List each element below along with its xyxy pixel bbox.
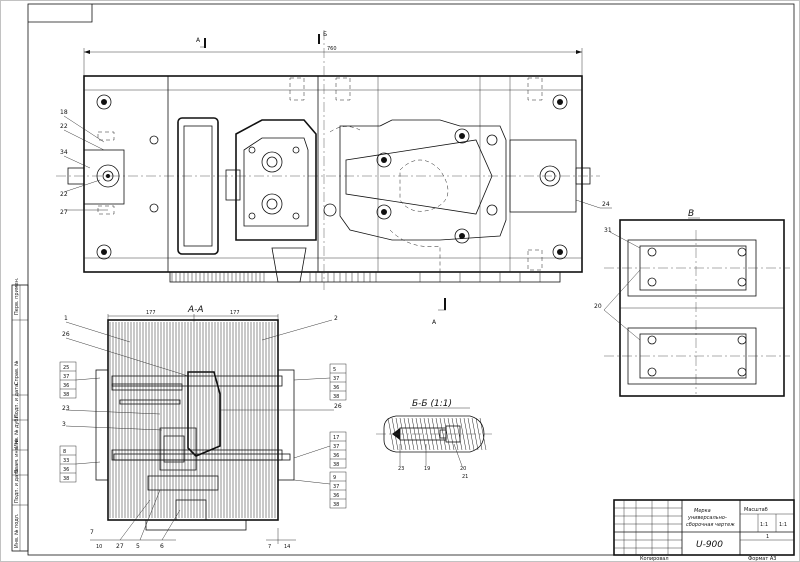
svg-text:25: 25 <box>63 365 69 371</box>
left-side-strip: Перв. примен. Справ. № Подп. и дата Инв.… <box>11 277 29 552</box>
callout-aa-right-2: 2 <box>334 315 338 322</box>
plan-view: 760 А Б <box>56 30 612 326</box>
hatch-line <box>419 417 427 451</box>
svg-text:36: 36 <box>333 493 339 499</box>
callout-bb-3: 20 <box>460 466 466 472</box>
svg-text:17: 17 <box>333 435 339 441</box>
strip-label-1: Перв. примен. <box>14 277 20 315</box>
callout-plan-left-4: 22 <box>60 191 68 198</box>
callout-stack-left-2: 8 33 36 38 <box>59 445 101 483</box>
footer-format: Формат A3 <box>748 556 776 562</box>
svg-text:36: 36 <box>63 383 69 389</box>
svg-text:37: 37 <box>63 374 69 380</box>
title-name-line-2: универсально- <box>687 515 727 521</box>
strip-label-4: Инв. № дубл. <box>14 413 20 448</box>
title-sheet: 1:1 <box>779 522 787 528</box>
section-bb: Б-Б (1:1) 23 19 20 21 <box>376 399 492 480</box>
callout-bb-2: 19 <box>424 466 430 472</box>
callout-plan-left-2: 22 <box>60 123 68 130</box>
drawing-frame <box>27 3 795 556</box>
hatch-line <box>443 417 451 451</box>
callout-stack-right-2: 17 37 36 38 <box>293 431 347 469</box>
callout-aa-left-2: 26 <box>62 331 70 338</box>
svg-text:9: 9 <box>333 475 336 481</box>
strip-label-6: Подп. и дата <box>14 469 20 503</box>
title-name-line-3: сборочная чертеж <box>686 522 735 528</box>
svg-text:38: 38 <box>333 394 339 400</box>
section-aa: А-А 177 177 1 26 25 <box>59 305 347 550</box>
footer-copied: Копировал <box>640 556 669 562</box>
callout-plan-right-1: 24 <box>602 201 610 208</box>
callout-plan-left-3: 34 <box>60 149 68 156</box>
title-scale-label: Масштаб <box>744 507 768 513</box>
title-sheets-total: 1 <box>766 534 769 540</box>
svg-text:38: 38 <box>63 476 69 482</box>
hatch-line <box>407 417 415 451</box>
svg-text:36: 36 <box>333 385 339 391</box>
svg-text:5: 5 <box>333 367 336 373</box>
hatch-line <box>479 417 487 451</box>
section-bb-title: Б-Б (1:1) <box>412 399 452 409</box>
strip-label-3: Подп. и дата <box>14 384 20 418</box>
hatch-line <box>455 417 463 451</box>
dim-right-half: 177 <box>230 310 240 316</box>
callout-aa-bottom-1: 7 <box>90 529 94 536</box>
title-designation: U-900 <box>696 540 723 550</box>
svg-text:38: 38 <box>333 502 339 508</box>
view-v-title: В <box>688 209 694 219</box>
svg-text:36: 36 <box>63 467 69 473</box>
svg-text:37: 37 <box>333 444 339 450</box>
svg-text:38: 38 <box>333 462 339 468</box>
callout-aa-left-23: 23 <box>62 405 70 412</box>
svg-text:38: 38 <box>63 392 69 398</box>
section-mark-a-bottom: А <box>432 319 437 326</box>
svg-text:37: 37 <box>333 376 339 382</box>
section-aa-title: А-А <box>187 305 204 315</box>
strip-label-2: Справ. № <box>14 360 20 385</box>
callout-aa-bottom-dim-1: 7 <box>268 544 271 550</box>
callout-aa-bottom-2: 10 <box>96 544 102 550</box>
callout-aa-right-26: 26 <box>334 403 342 410</box>
title-name-line-1: Мерка <box>694 508 711 514</box>
callout-aa-bottom-dim-2: 14 <box>284 544 290 550</box>
svg-text:33: 33 <box>63 458 69 464</box>
svg-text:37: 37 <box>333 484 339 490</box>
strip-label-5: Взам. инв. № <box>14 438 20 473</box>
callout-aa-bottom-3: 27 <box>116 543 124 550</box>
callout-stack-right-1: 5 37 36 38 <box>293 363 347 401</box>
callout-stack-right-3: 9 37 36 38 <box>293 471 347 509</box>
svg-text:36: 36 <box>333 453 339 459</box>
callout-plan-left-5: 27 <box>60 209 68 216</box>
strip-label-7: Инв. № подл. <box>14 513 20 548</box>
section-mark-a-top: А <box>196 37 201 44</box>
title-mass: 1:1 <box>760 522 768 528</box>
dim-overall-length: 760 <box>327 46 337 52</box>
callout-aa-left-3: 3 <box>62 421 66 428</box>
callout-bb-4: 21 <box>462 474 468 480</box>
top-left-stamp <box>28 4 93 23</box>
callout-view-v-1: 31 <box>604 227 612 234</box>
callout-aa-bottom-5: 6 <box>160 543 164 550</box>
dim-left-half: 177 <box>146 310 156 316</box>
section-mark-b-top: Б <box>323 31 327 38</box>
callout-aa-bottom-4: 5 <box>136 543 140 550</box>
view-v: В 31 20 <box>594 209 790 397</box>
callout-plan-left-1: 18 <box>60 109 68 116</box>
callout-bb-1: 23 <box>398 466 404 472</box>
title-block: Мерка универсально- сборочная чертеж U-9… <box>613 499 795 556</box>
callout-view-v-2: 20 <box>594 303 602 310</box>
svg-text:8: 8 <box>63 449 66 455</box>
callout-stack-left-1: 25 37 36 38 <box>59 361 101 399</box>
callout-aa-left-1: 1 <box>64 315 68 322</box>
